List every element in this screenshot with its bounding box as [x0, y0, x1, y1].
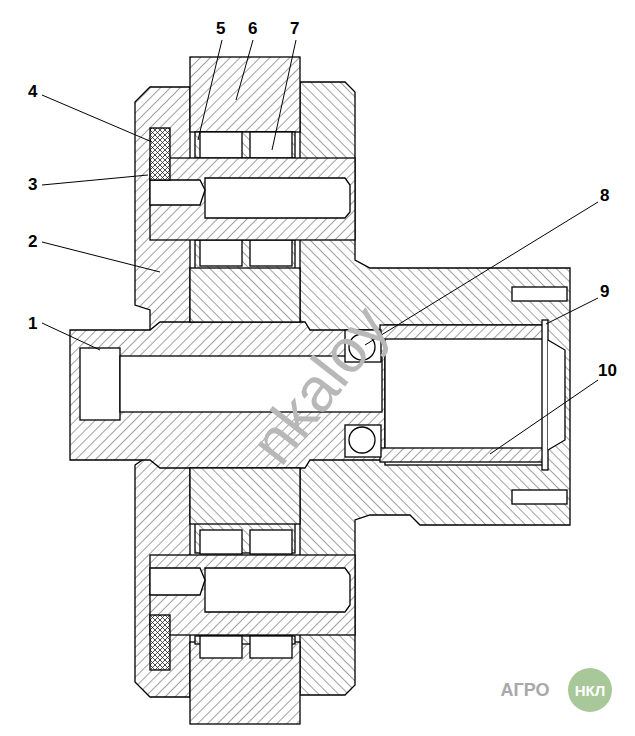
callout-number: 2	[28, 233, 37, 250]
callout-number: 8	[600, 187, 609, 204]
callout-number: 1	[28, 315, 37, 332]
logo-text: НКЛ	[575, 683, 606, 698]
callout-number: 10	[598, 362, 617, 379]
callout-number: 3	[28, 176, 37, 193]
callout-number: 6	[248, 20, 257, 37]
callout-number: 5	[216, 20, 225, 37]
callout-number: 9	[600, 283, 609, 300]
logo-text: АГРО	[501, 681, 550, 699]
callout-number: 7	[290, 20, 299, 37]
callout-number: 4	[28, 83, 37, 100]
logo-circle	[568, 668, 612, 712]
